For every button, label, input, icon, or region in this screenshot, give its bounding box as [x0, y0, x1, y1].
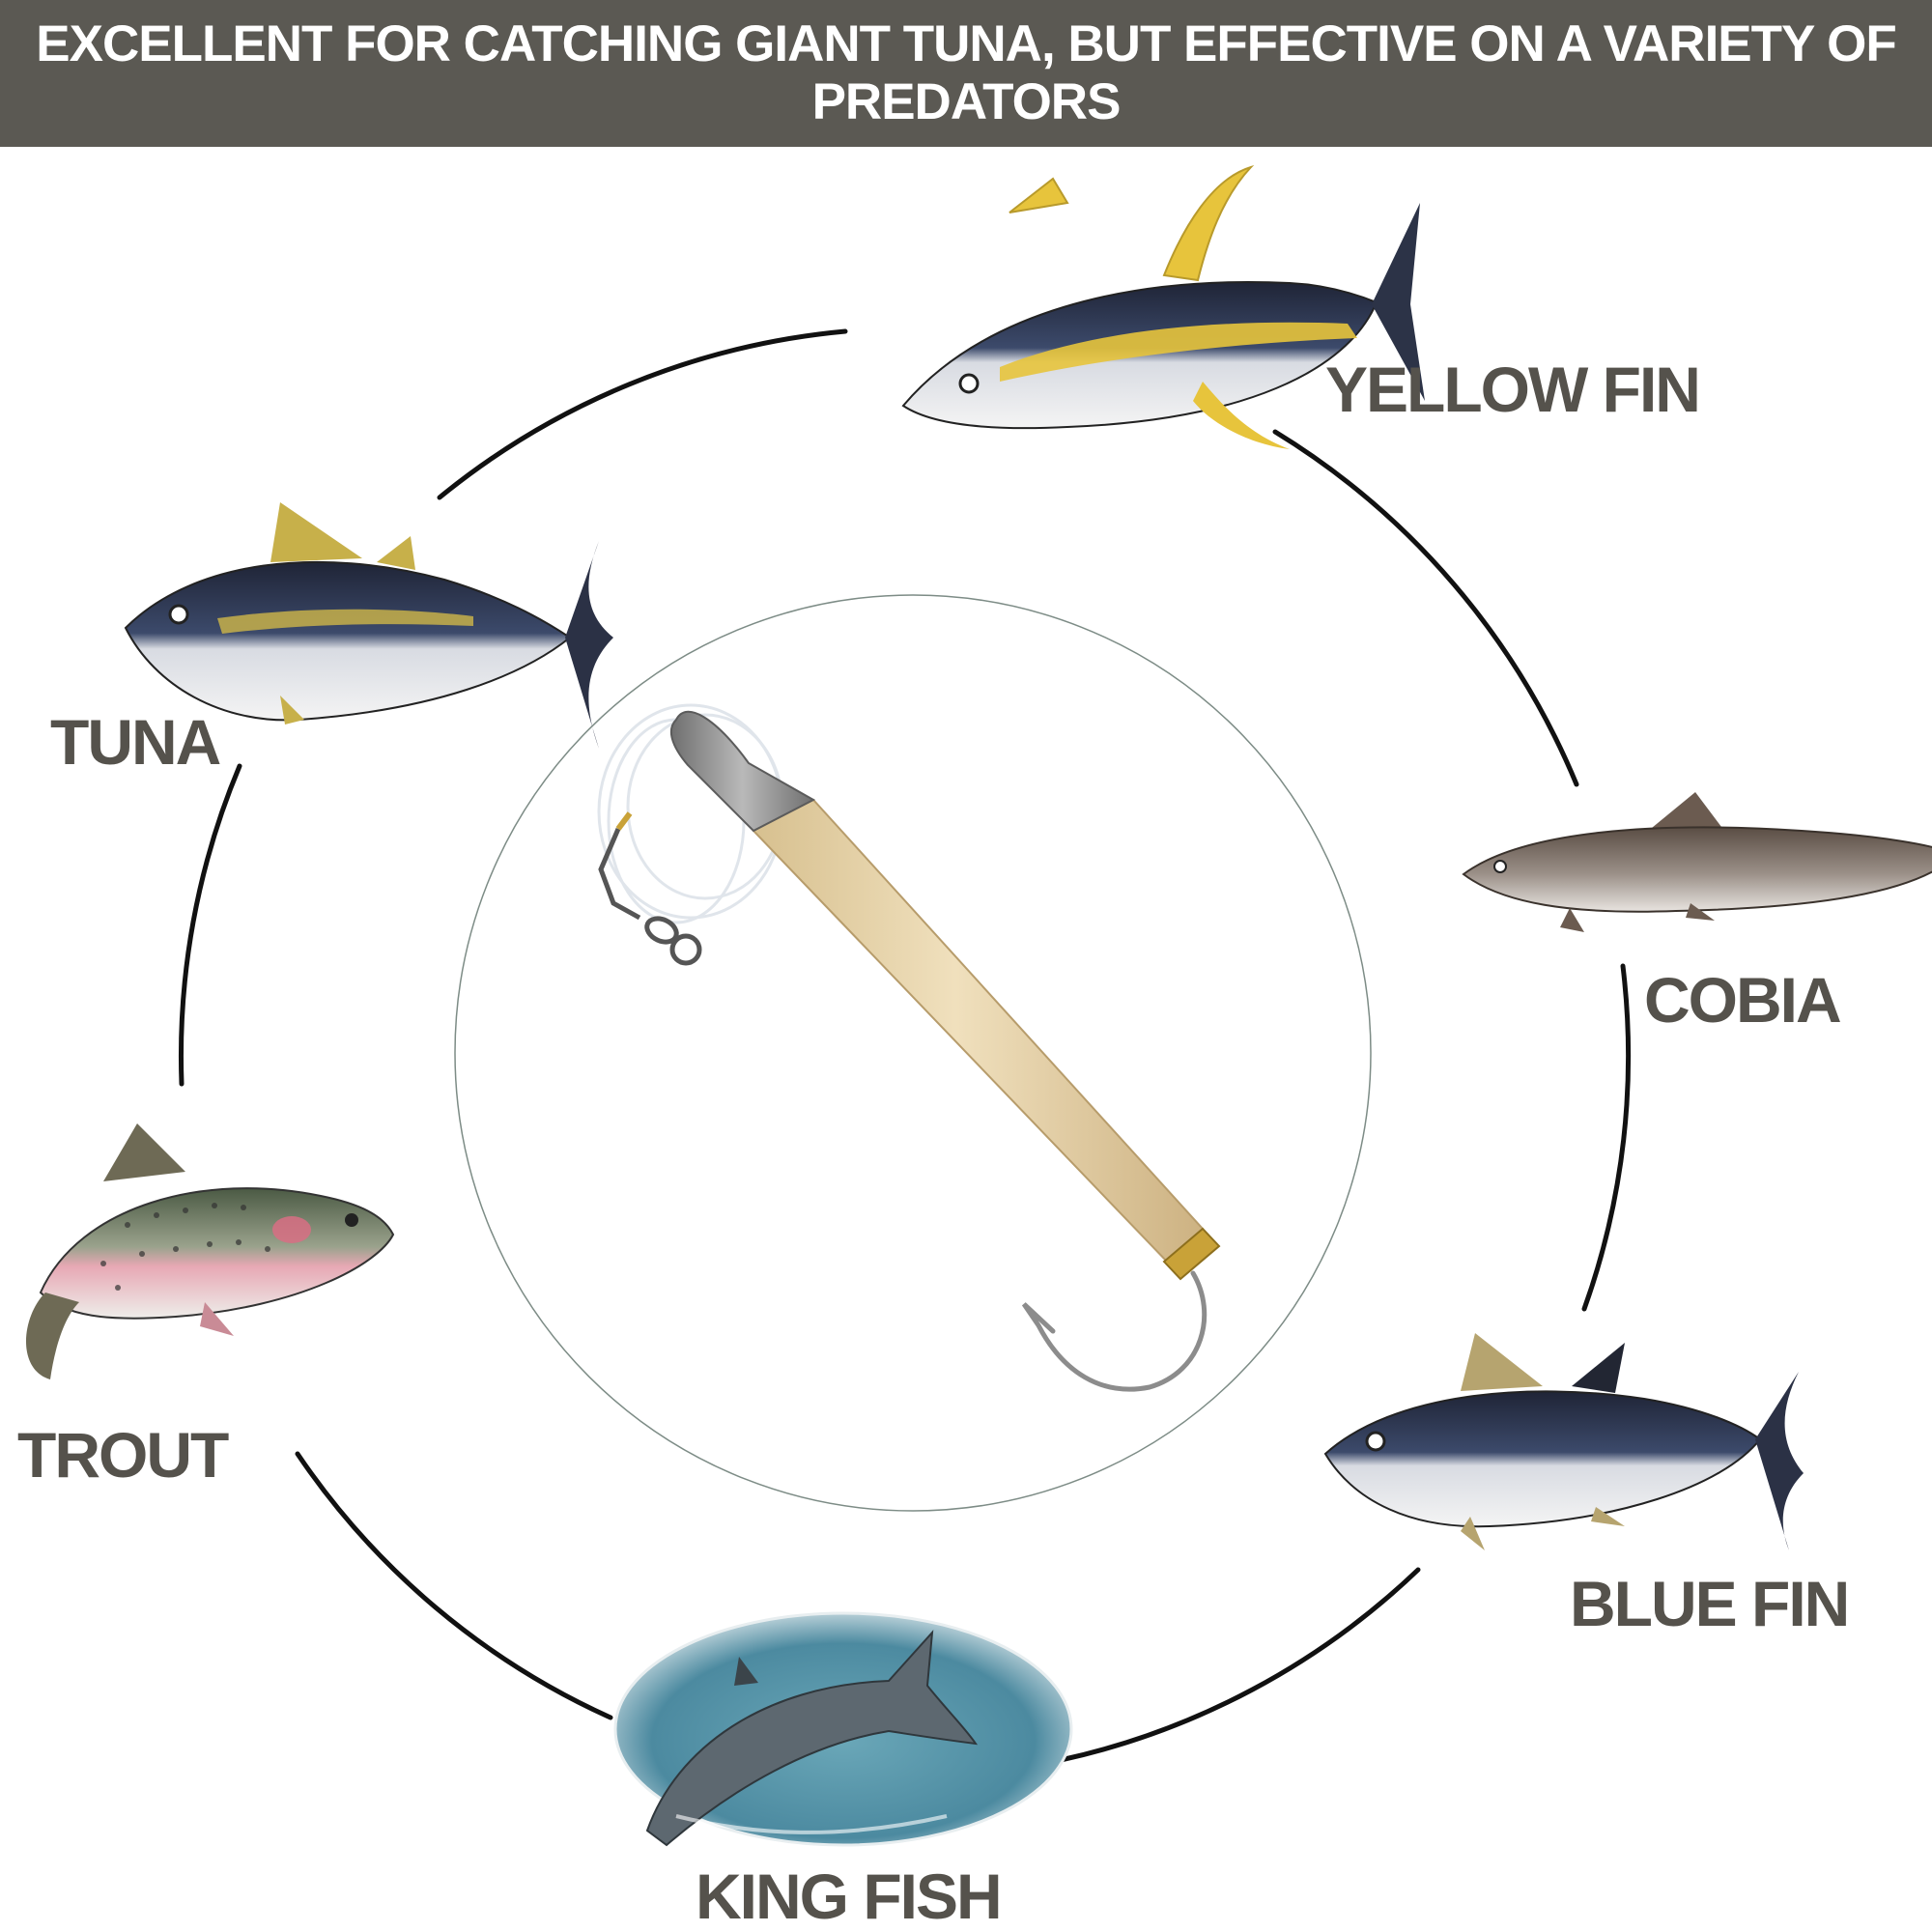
ring-arc-top-right [1272, 429, 1579, 787]
label-cobia: COBIA [1644, 964, 1842, 1036]
cobia-fish-icon [1462, 792, 1932, 932]
lure-lead-head [669, 710, 816, 833]
trout-fish-icon [26, 1123, 395, 1379]
ring-arc-right [1581, 963, 1632, 1312]
tuna-fish-icon [124, 502, 613, 749]
label-blue-fin: BLUE FIN [1570, 1568, 1850, 1639]
lure-wood-body [752, 798, 1205, 1264]
ring-arc-bottom-right [1058, 1567, 1421, 1763]
label-trout: TROUT [17, 1419, 229, 1491]
lure-collar [1162, 1227, 1221, 1281]
king-fish-photo-icon [613, 1611, 1073, 1847]
yellow-fin-fish-icon [901, 164, 1425, 449]
ring-arc-top-left [437, 328, 848, 500]
ring-arc-bottom-left [295, 1451, 613, 1720]
lure-illustration [597, 703, 1221, 1392]
headline: EXCELLENT FOR CATCHING GIANT TUNA, BUT E… [36, 15, 1896, 130]
header-banner: EXCELLENT FOR CATCHING GIANT TUNA, BUT E… [0, 0, 1932, 147]
lure-hook [1021, 1270, 1208, 1392]
label-yellow-fin: YELLOW FIN [1325, 354, 1701, 425]
ring-arcs [178, 328, 1632, 1763]
ring-arc-left [178, 763, 242, 1087]
label-tuna: TUNA [50, 706, 221, 778]
blue-fin-fish-icon [1323, 1333, 1804, 1550]
label-king-fish: KING FISH [696, 1861, 1003, 1932]
center-circle [454, 594, 1372, 1512]
swivel [598, 811, 702, 966]
